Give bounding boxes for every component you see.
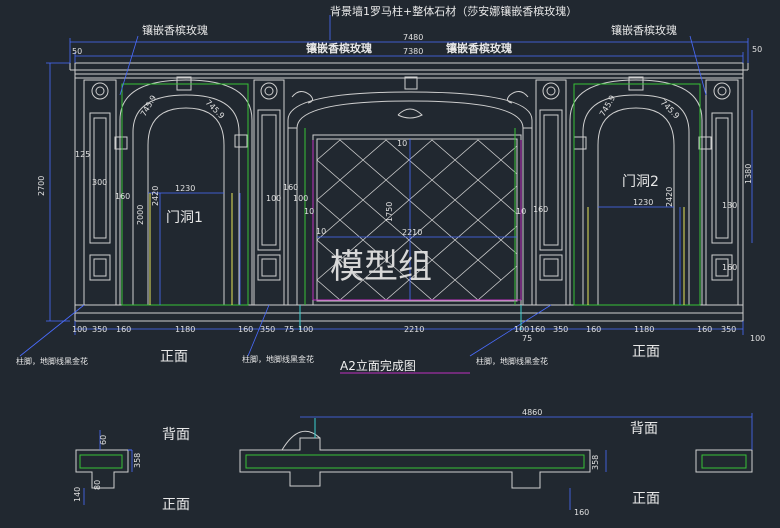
inlay-label-right: 镶嵌香槟玫瑰	[611, 23, 677, 37]
front-label-4: 正面	[632, 491, 660, 507]
dim-10-right: 10	[516, 207, 526, 216]
labels: 背景墙1罗马柱+整体石材（莎安娜镶嵌香槟玫瑰） 镶嵌香槟玫瑰 镶嵌香槟玫瑰 镶嵌…	[16, 4, 677, 513]
door-2-label: 门洞2	[622, 174, 659, 190]
dim-2420-right: 2420	[665, 187, 674, 207]
dim-160-c: 160	[533, 205, 548, 214]
front-label-3: 正面	[162, 497, 190, 513]
section-left	[75, 449, 132, 489]
dim-bottom: 100	[514, 325, 529, 334]
dim-1380: 1380	[744, 164, 753, 184]
dim-300: 300	[92, 178, 107, 187]
dim-bottom: 160	[586, 325, 601, 334]
inlay-label-center-left: 镶嵌香槟玫瑰	[306, 41, 372, 55]
section-middle	[239, 418, 591, 489]
dim-section-4860: 4860	[522, 408, 542, 417]
rosette-right-inner	[542, 82, 560, 100]
dim-bottom: 100	[298, 325, 313, 334]
dim-height: 2700	[37, 176, 46, 196]
dim-10-top: 10	[397, 139, 407, 148]
ornament-center	[397, 108, 423, 119]
dim-bottom: 75	[284, 325, 294, 334]
dim-bottom: 160	[238, 325, 253, 334]
dim-bottom: 160	[116, 325, 131, 334]
dim-125: 125	[75, 150, 90, 159]
dim-bottom: 100	[750, 334, 765, 343]
dim-2000: 2000	[136, 205, 145, 225]
pillar-note-3: 柱脚，地脚线黑金花	[476, 356, 548, 366]
dim-100-b: 100	[266, 194, 281, 203]
dim-inner-width: 7380	[403, 47, 423, 56]
section-right	[695, 449, 753, 473]
inlay-magenta	[312, 140, 522, 301]
drawing-title: A2立面完成图	[340, 358, 416, 373]
inlay-green	[121, 83, 701, 306]
dim-total-width: 7480	[403, 33, 423, 42]
dim-1750: 1750	[385, 202, 394, 222]
arch-1-inner	[132, 94, 240, 305]
dim-end-left: 50	[72, 47, 82, 56]
dim-100-a: 100	[293, 194, 308, 203]
inlay-label-left: 镶嵌香槟玫瑰	[142, 23, 208, 37]
pillar-note-1: 柱脚，地脚线黑金花	[16, 356, 88, 366]
back-label-2: 背面	[630, 421, 658, 437]
dim-section-60: 60	[99, 435, 108, 445]
dim-2420-left: 2420	[151, 186, 160, 206]
dim-1230-right: 1230	[633, 198, 653, 207]
top-note: 背景墙1罗马柱+整体石材（莎安娜镶嵌香槟玫瑰）	[330, 4, 577, 18]
accent-marks	[149, 193, 685, 374]
watermark: 模型组	[330, 247, 432, 287]
dim-160-b: 160	[283, 183, 298, 192]
dim-130: 130	[722, 201, 737, 210]
ornament-right	[506, 91, 529, 104]
dim-bottom: 100	[72, 325, 87, 334]
dim-bottom: 75	[522, 334, 532, 343]
dim-10-left: 10	[304, 207, 314, 216]
lattice	[316, 139, 518, 301]
rosette-left-outer	[91, 82, 109, 100]
center-arch-outer	[287, 91, 533, 305]
dimension-lines	[19, 15, 753, 357]
dim-bottom: 350	[260, 325, 275, 334]
ornament-left	[291, 91, 314, 104]
rosette-left-inner	[260, 82, 278, 100]
dim-section-358-a: 358	[133, 453, 142, 468]
dim-bottom: 1180	[175, 325, 195, 334]
front-label-1: 正面	[160, 349, 188, 365]
wall-outline	[74, 62, 744, 322]
dim-section-140: 140	[73, 487, 82, 502]
inlay-label-center-right: 镶嵌香槟玫瑰	[446, 41, 512, 55]
back-label-1: 背面	[162, 427, 190, 443]
dim-bottom: 160	[530, 325, 545, 334]
dim-end-right: 50	[752, 45, 762, 54]
dim-bottom: 2210	[404, 325, 424, 334]
dim-10-side: 10	[316, 227, 326, 236]
dim-section-160: 160	[574, 508, 589, 517]
section-dimension-lines	[83, 413, 753, 510]
dim-bottom: 160	[697, 325, 712, 334]
dim-bottom: 350	[721, 325, 736, 334]
front-label-2: 正面	[632, 344, 660, 360]
door-1-label: 门洞1	[166, 210, 203, 226]
dim-section-358-b: 358	[591, 455, 600, 470]
center-arch-inner	[296, 100, 524, 305]
keystone-center	[404, 76, 418, 90]
column-left-outer	[83, 79, 117, 306]
dim-160-r: 160	[722, 263, 737, 272]
dim-bottom: 350	[553, 325, 568, 334]
dim-2210-mid: 2210	[402, 228, 422, 237]
dim-bottom: 350	[92, 325, 107, 334]
dim-1230-left: 1230	[175, 184, 195, 193]
pillar-note-2: 柱脚，地脚线黑金花	[242, 354, 314, 364]
dim-section-80: 80	[93, 480, 102, 490]
column-right-outer	[705, 79, 739, 306]
rosette-right-outer	[713, 82, 731, 100]
dim-bottom: 1180	[634, 325, 654, 334]
dim-160-a: 160	[115, 192, 130, 201]
arch-2-inner	[582, 94, 690, 305]
